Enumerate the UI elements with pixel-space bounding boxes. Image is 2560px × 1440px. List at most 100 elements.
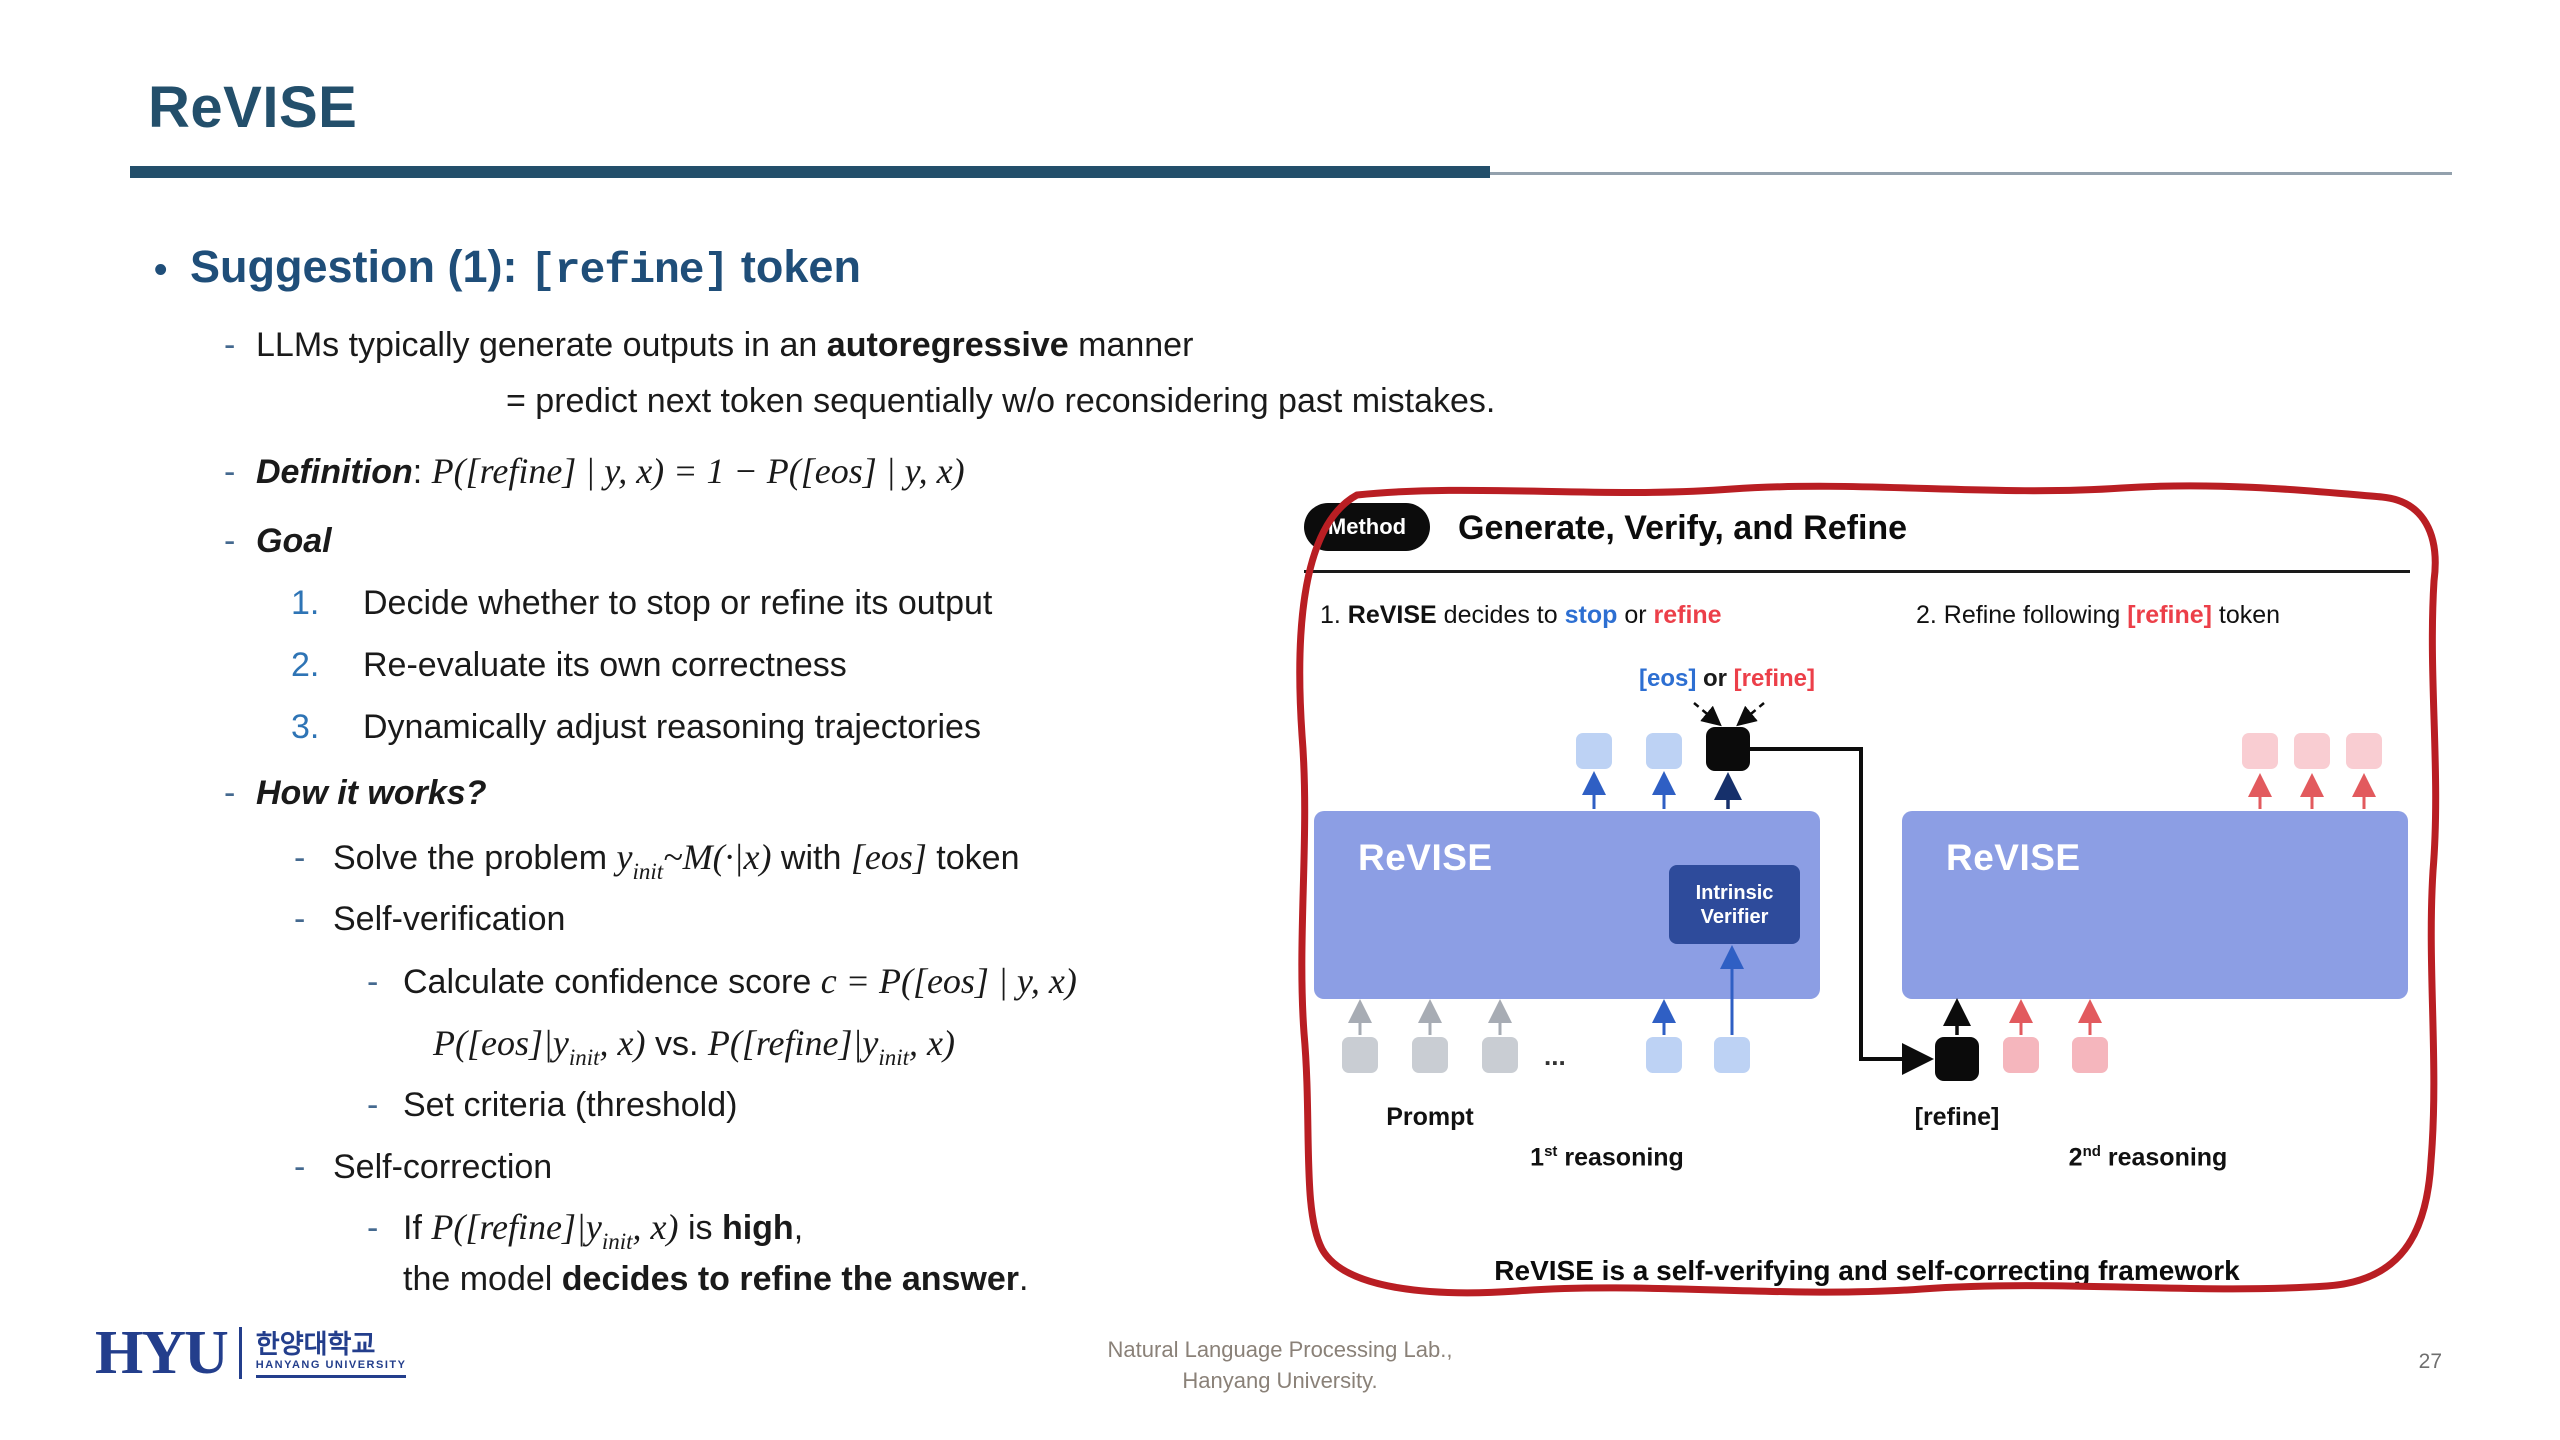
figure-step-2: 2. Refine following [refine] token — [1916, 601, 2280, 630]
ordinal-suffix: nd — [2082, 1143, 2101, 1160]
text-segment: Dynamically adjust reasoning trajectorie… — [363, 708, 981, 746]
heading-text: Suggestion (1): [refine] token — [190, 238, 861, 300]
line-self-verification: - Self-verification — [148, 896, 1474, 943]
bold-segment: high — [721, 1209, 794, 1247]
hyu-logo-korean: 한양대학교 — [255, 1328, 376, 1359]
dash-marker: - — [367, 1209, 379, 1247]
figure-title-rule — [1304, 570, 2410, 573]
line-probability-comparison: P([eos]|yinit, x) vs. P([refine]|yinit, … — [148, 1020, 1613, 1079]
text-segment: manner — [1068, 326, 1194, 364]
line-text: LLMs typically generate outputs in an au… — [256, 322, 1193, 369]
text-segment: token — [2211, 601, 2281, 629]
reasoning-token-pink — [2072, 1037, 2108, 1073]
text-segment: 2. Refine following — [1916, 601, 2128, 629]
eos-dashed-arrow — [1693, 702, 1722, 727]
text-segment: with — [771, 839, 851, 877]
text-segment: decides to — [1436, 601, 1565, 629]
text-segment: framework — [2090, 1255, 2240, 1286]
math-segment: P([eos]|y — [433, 1023, 569, 1063]
line-solve-problem: - Solve the problem yinit~M(·|x) with [e… — [148, 834, 1474, 893]
dash-marker: - — [224, 453, 236, 491]
line-predict-next-token: = predict next token sequentially w/o re… — [148, 378, 1686, 425]
footer-affiliation: Natural Language Processing Lab., Hanyan… — [1108, 1334, 1453, 1396]
text-segment: Self-correction — [333, 1148, 553, 1186]
refine-dashed-arrow — [1736, 702, 1765, 727]
line-decides-to-refine: the model decides to refine the answer. — [148, 1256, 1583, 1303]
math-segment: , x) — [909, 1023, 956, 1063]
text-segment: = predict next token sequentially w/o re… — [506, 382, 1496, 420]
text-segment: reasoning — [2100, 1143, 2228, 1172]
line-text: Calculate confidence score c = P([eos] |… — [403, 958, 1077, 1006]
reasoning-token-blue — [1714, 1037, 1750, 1073]
text-segment: 1 — [1530, 1143, 1545, 1172]
text-segment: . — [1019, 1260, 1029, 1298]
output-token-black-decision — [1706, 727, 1750, 771]
footer-line-2: Hanyang University. — [1182, 1368, 1378, 1393]
hyu-logo: HYU 한양대학교 HANYANG UNIVERSITY — [95, 1319, 407, 1387]
text-segment: and — [1830, 1255, 1896, 1286]
stop-word: stop — [1564, 601, 1618, 629]
page-title: ReVISE — [148, 75, 358, 140]
text-segment: or — [1617, 601, 1654, 629]
method-badge-label: Method — [1327, 514, 1407, 539]
line-definition: - Definition: P([refine] | y, x) = 1 − P… — [148, 448, 1404, 496]
line-text: Definition: P([refine] | y, x) = 1 − P([… — [256, 448, 965, 496]
line-confidence-score: - Calculate confidence score c = P([eos]… — [148, 958, 1547, 1006]
verifier-label-line1: Intrinsic — [1695, 881, 1774, 904]
text-segment: ReVISE is a — [1494, 1255, 1657, 1286]
figure-caption: ReVISE is a self-verifying and self-corr… — [1282, 1255, 2452, 1287]
suggestion-heading: • Suggestion (1): [refine] token — [148, 238, 1334, 300]
definition-formula: P([refine] | y, x) = 1 − P([eos] | y, x) — [431, 451, 965, 491]
figure-step-1: 1. ReVISE decides to stop or refine — [1320, 601, 1722, 630]
number-marker: 2. — [291, 646, 320, 684]
text-segment: 2 — [2068, 1143, 2083, 1172]
output-token-blue — [1576, 733, 1612, 769]
math-segment: P([refine]|y — [431, 1207, 602, 1247]
math-segment: , x) — [599, 1023, 646, 1063]
ellipsis-label: ... — [1544, 1041, 1566, 1071]
dash-marker: - — [367, 963, 379, 1001]
math-segment: P([refine]|y — [707, 1023, 879, 1063]
refine-token-label: [refine] — [1914, 1103, 2000, 1131]
math-segment: , x) — [632, 1207, 679, 1247]
line-text: P([eos]|yinit, x) vs. P([refine]|yinit, … — [433, 1020, 955, 1079]
refine-token-word: [refine] — [1733, 665, 1816, 692]
math-subscript: init — [632, 858, 664, 884]
line-autoregressive: - LLMs typically generate outputs in an … — [148, 322, 1404, 369]
text-segment: 1. — [1320, 601, 1348, 629]
eos-or-refine-label: [eos] or [refine] — [1582, 665, 1872, 693]
second-reasoning-label: 2nd reasoning — [1988, 1143, 2308, 1172]
dash-marker: - — [294, 839, 306, 877]
goal-item-2: 2. Re-evaluate its own correctness — [148, 642, 1471, 689]
prompt-token-gray — [1482, 1037, 1518, 1073]
line-text: the model decides to refine the answer. — [403, 1256, 1028, 1303]
refine-token-word: [refine] — [2127, 601, 2212, 629]
text-segment: If — [403, 1209, 432, 1247]
refine-token-code: [refine] — [529, 246, 729, 295]
dash-marker: - — [294, 1148, 306, 1186]
hyu-logo-acronym: HYU — [95, 1319, 229, 1387]
dash-marker: - — [367, 1086, 379, 1124]
text-segment: vs. — [645, 1025, 708, 1063]
footer-line-1: Natural Language Processing Lab., — [1107, 1337, 1453, 1362]
line-self-correction: - Self-correction — [148, 1144, 1474, 1191]
prompt-label: Prompt — [1386, 1103, 1474, 1131]
line-text: If P([refine]|yinit, x) is high, — [403, 1204, 803, 1263]
goal-label: Goal — [256, 522, 332, 560]
text-segment: LLMs typically generate outputs in an — [256, 326, 827, 364]
intrinsic-verifier-box: Intrinsic Verifier — [1669, 865, 1800, 944]
text-segment: or — [1696, 665, 1734, 692]
text-segment: , — [793, 1209, 804, 1247]
definition-label: Definition — [256, 453, 413, 491]
first-reasoning-label: 1st reasoning — [1442, 1143, 1772, 1172]
line-set-criteria: - Set criteria (threshold) — [148, 1082, 1547, 1129]
figure-title: Generate, Verify, and Refine — [1458, 509, 1908, 547]
hyu-logo-divider — [238, 1327, 242, 1379]
method-figure: Method Generate, Verify, and Refine 1. R… — [1282, 473, 2452, 1318]
ordinal-suffix: st — [1544, 1143, 1558, 1160]
bold-segment: autoregressive — [826, 326, 1069, 364]
reasoning-token-blue — [1646, 1037, 1682, 1073]
bold-segment: decides to refine the answer — [561, 1260, 1020, 1298]
how-label: How it works? — [256, 774, 487, 812]
